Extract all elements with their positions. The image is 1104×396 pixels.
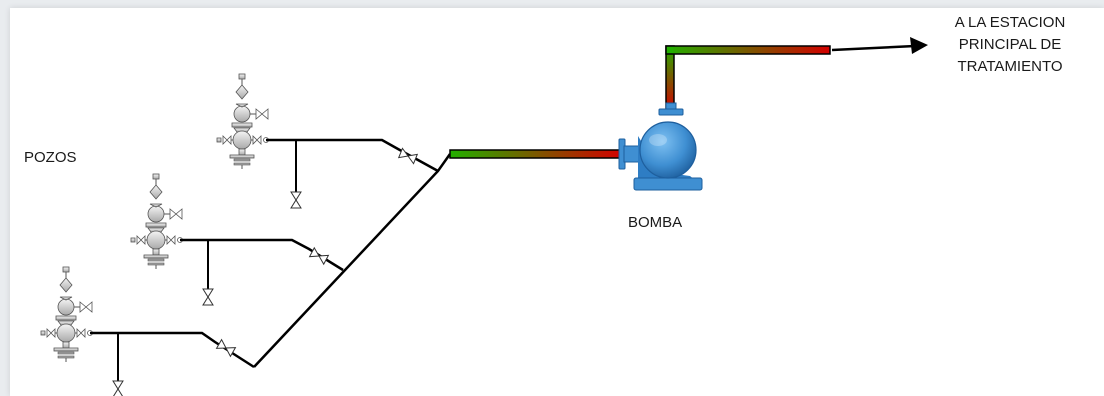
drain-valve-icon	[290, 191, 302, 209]
flow-diagram	[40, 37, 928, 396]
pump-label: BOMBA	[628, 214, 683, 231]
wellhead-icon	[216, 73, 269, 170]
destination-line-3: TRATAMIENTO	[957, 58, 1063, 75]
arrow-right-icon	[831, 37, 928, 54]
diagram-canvas: POZOS BOMBA A LA ESTACION PRINCIPAL DE T…	[10, 8, 1104, 396]
destination-line-2: PRINCIPAL DE	[958, 36, 1062, 53]
suction-pipe	[449, 149, 623, 159]
discharge-pipe	[665, 45, 831, 55]
collector-header	[253, 153, 452, 368]
centrifugal-pump-icon	[618, 102, 703, 191]
wellhead-icon	[130, 173, 183, 270]
drain-valve-icon	[112, 380, 124, 396]
wellhead-icon	[40, 266, 93, 363]
flowline-well-1	[266, 138, 439, 173]
destination-line-1: A LA ESTACION	[954, 14, 1066, 31]
drain-valve-icon	[202, 288, 214, 306]
discharge-riser	[665, 45, 675, 111]
valve-icon	[398, 147, 418, 165]
destination-label: A LA ESTACION PRINCIPAL DE TRATAMIENTO	[930, 12, 1090, 78]
wells-label: POZOS	[24, 149, 77, 166]
flowline-well-3	[90, 331, 255, 369]
